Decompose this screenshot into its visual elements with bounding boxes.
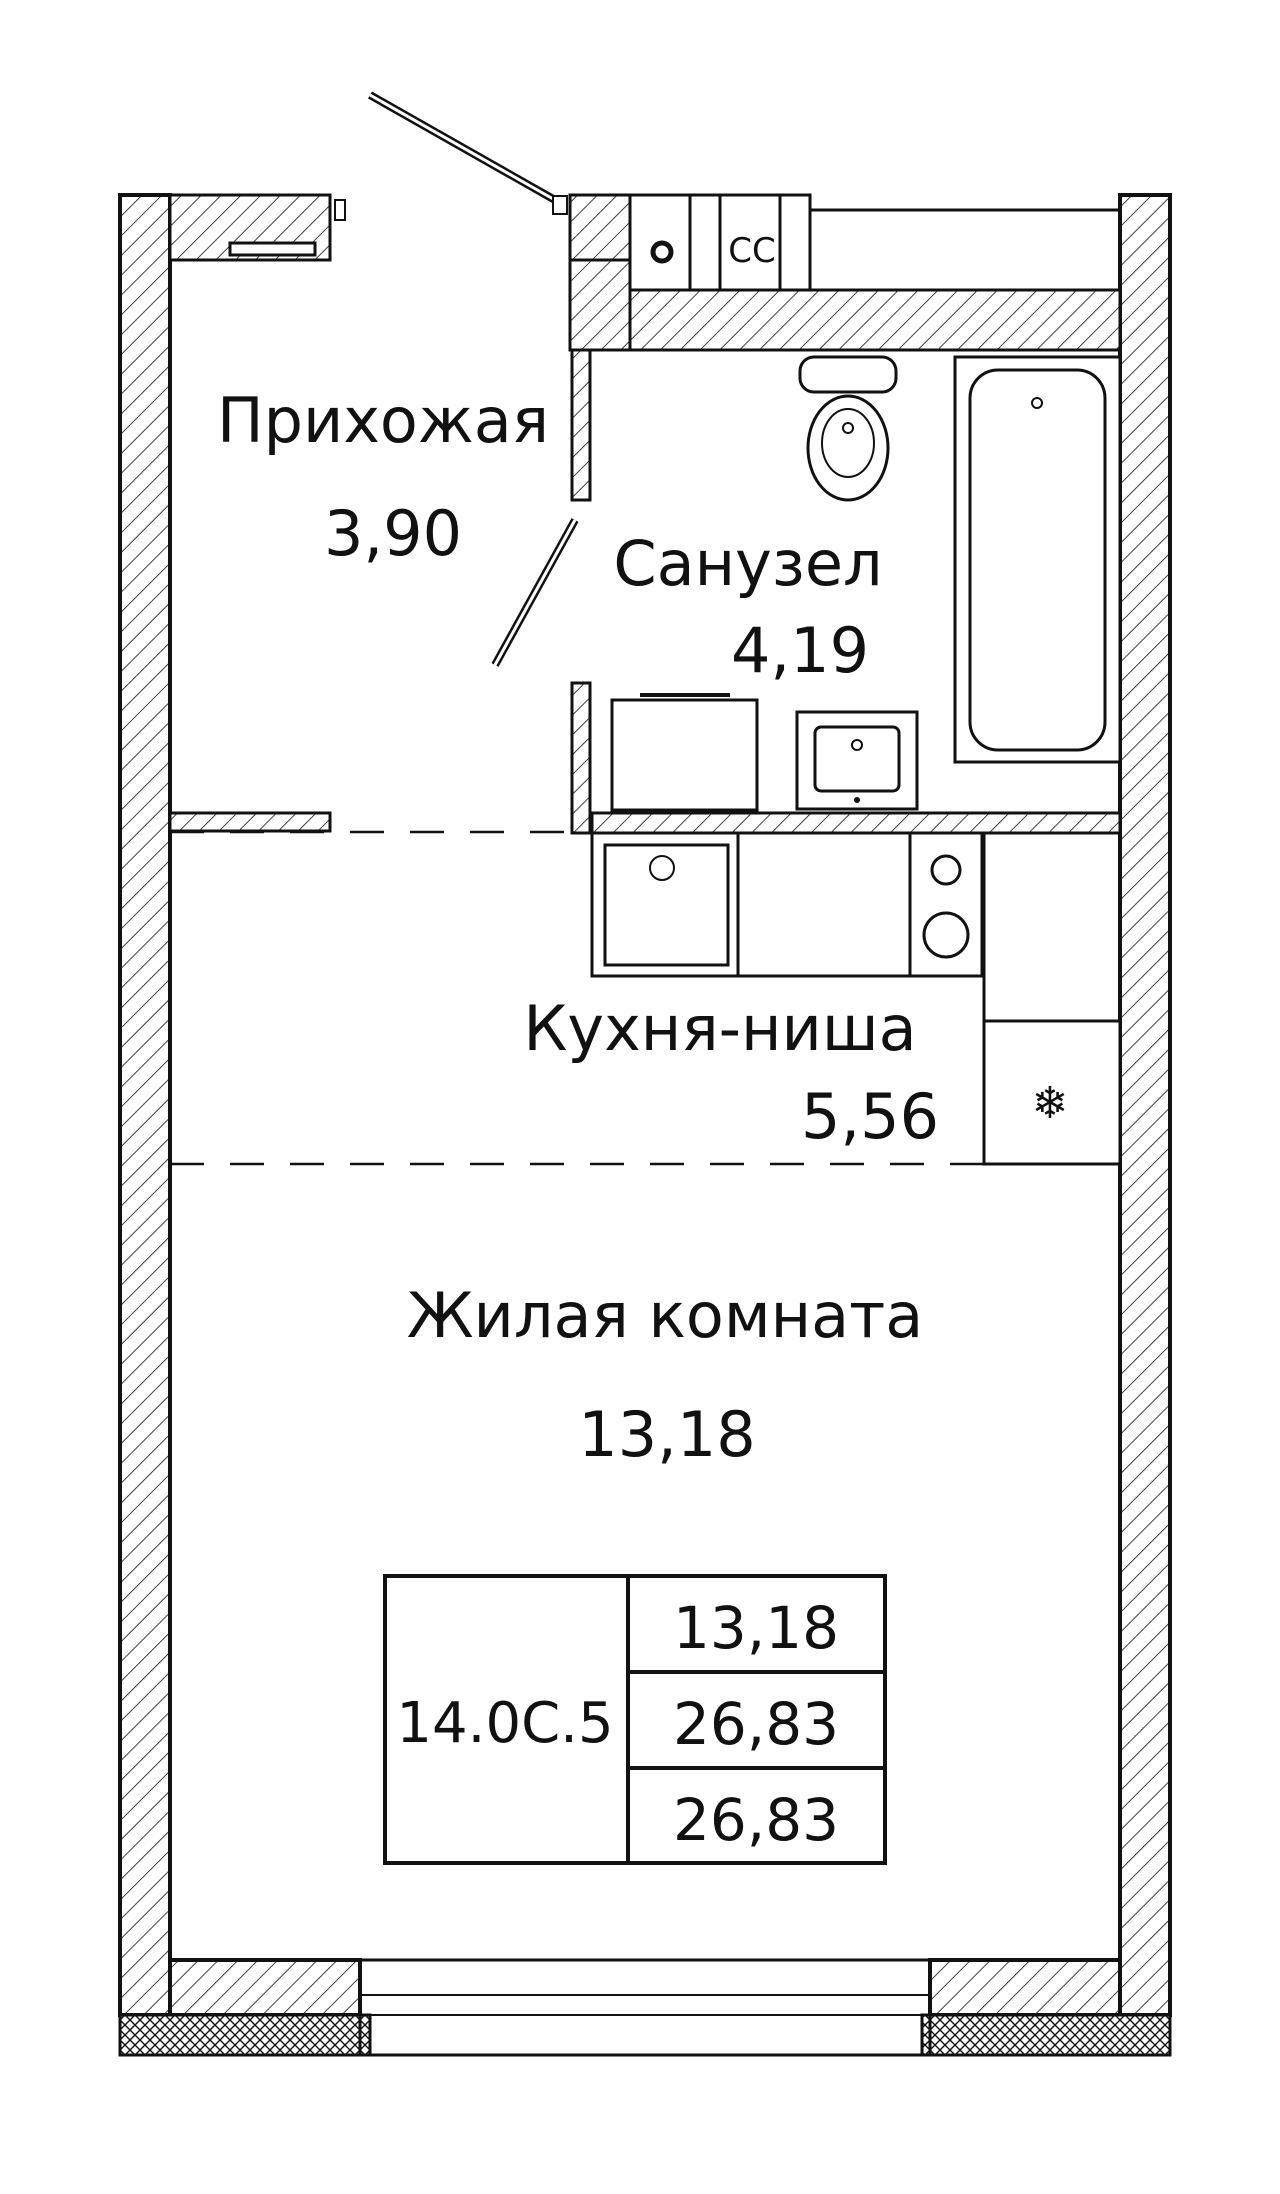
kitchen-area: 5,56 — [801, 1080, 939, 1153]
hallway-name: Прихожая — [217, 384, 549, 457]
top-walls: СС — [168, 193, 1122, 352]
shaft-wall — [628, 288, 1122, 352]
burner-icon — [922, 911, 970, 959]
fridge — [982, 1019, 1122, 1166]
toilet-icon — [798, 355, 898, 502]
balcony-strip-left — [118, 2013, 372, 2057]
sink-icon — [795, 710, 919, 811]
burner-icon — [930, 854, 962, 886]
hall-closet — [228, 241, 317, 257]
exterior-walls — [118, 193, 1172, 2057]
bath-top-wall — [568, 193, 632, 262]
kitchen-sink — [603, 843, 730, 967]
left-wall — [118, 193, 172, 2017]
shaft-label: СС — [728, 231, 775, 271]
snowflake-icon: ❄ — [1032, 1078, 1069, 1129]
bottom-wall-left — [168, 1958, 362, 2017]
apartment-code: 14.0С.5 — [396, 1691, 613, 1756]
living-area: 13,18 — [578, 1398, 756, 1471]
stove — [908, 831, 984, 978]
hallway-area: 3,90 — [324, 497, 462, 570]
summary-table: 14.0С.5 13,18 26,83 26,83 — [383, 1574, 887, 1865]
living-area-value: 13,18 — [673, 1594, 839, 1662]
total-area-value: 26,83 — [673, 1690, 839, 1758]
balcony-strip-right — [920, 2013, 1172, 2057]
right-wall — [1118, 193, 1172, 2017]
bathroom-area: 4,19 — [731, 614, 869, 687]
bathroom-name: Санузел — [613, 527, 882, 600]
bath-partition — [491, 348, 592, 835]
living-name: Жилая комната — [407, 1279, 924, 1352]
bath-left-wall — [568, 258, 632, 352]
bathroom-fixtures — [610, 355, 1122, 812]
bottom-wall-right — [928, 1958, 1122, 2017]
zone-dividers — [170, 830, 984, 1166]
shaft-pipe-icon — [650, 240, 674, 264]
kitchen-block: ❄ — [168, 811, 1122, 1166]
window — [358, 1958, 932, 2057]
entry-door — [368, 91, 568, 215]
total-area-with-balcony-value: 26,83 — [673, 1786, 839, 1854]
kitchen-name: Кухня-ниша — [523, 992, 916, 1065]
washing-machine — [610, 698, 759, 812]
